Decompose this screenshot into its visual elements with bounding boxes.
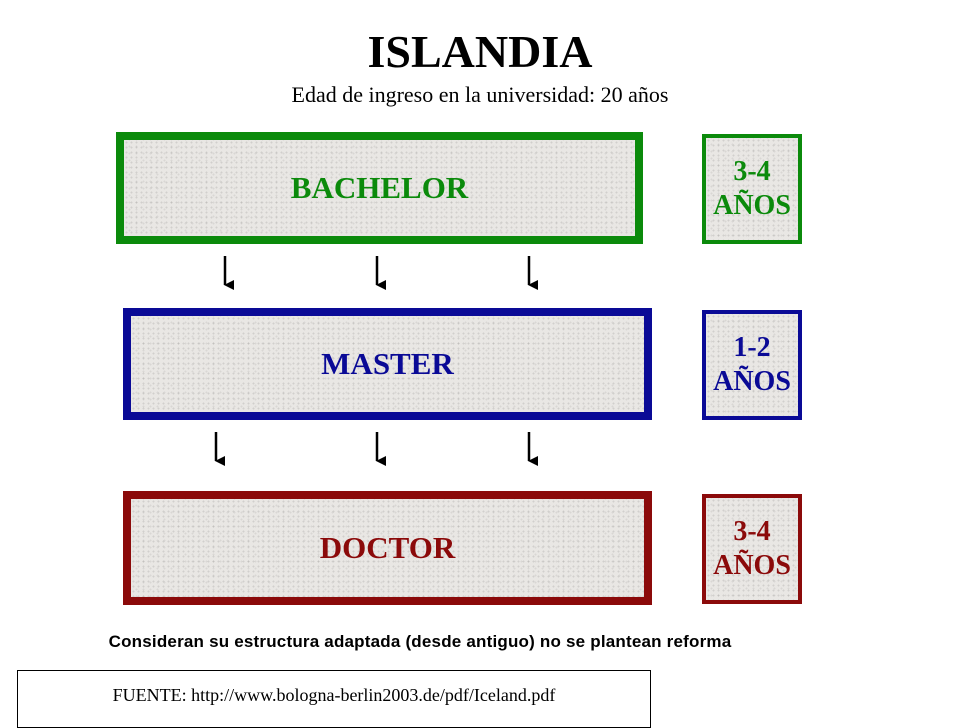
page-subtitle: Edad de ingreso en la universidad: 20 añ… (291, 82, 669, 107)
doctor-duration-unit: AÑOS (713, 550, 791, 581)
doctor-duration-box: 3-4 AÑOS (702, 494, 802, 604)
master-duration-box: 1-2 AÑOS (702, 310, 802, 420)
source-box: FUENTE: http://www.bologna-berlin2003.de… (17, 670, 651, 728)
doctor-label: DOCTOR (319, 530, 456, 565)
bachelor-label: BACHELOR (290, 170, 469, 205)
footnote: Consideran su estructura adaptada (desde… (108, 632, 732, 651)
bachelor-duration-range: 3-4 (733, 156, 771, 187)
bachelor-duration-box: 3-4 AÑOS (702, 134, 802, 244)
master-duration-range: 1-2 (733, 332, 771, 363)
doctor-box: DOCTOR (123, 491, 652, 605)
source-text: FUENTE: http://www.bologna-berlin2003.de… (112, 685, 556, 705)
doctor-duration-range: 3-4 (733, 516, 771, 547)
master-box: MASTER (123, 308, 652, 420)
arrows-bachelor-to-master (223, 256, 538, 290)
page-title: ISLANDIA (367, 26, 593, 77)
arrows-master-to-doctor (214, 432, 538, 466)
master-duration-unit: AÑOS (713, 366, 791, 397)
bachelor-duration-unit: AÑOS (713, 190, 791, 221)
master-label: MASTER (321, 346, 454, 381)
bachelor-box: BACHELOR (116, 132, 643, 244)
